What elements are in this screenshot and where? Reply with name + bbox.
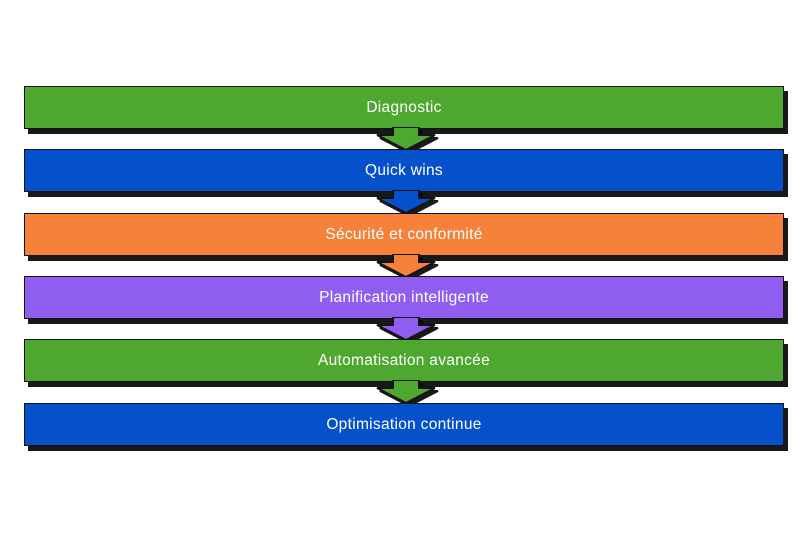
step-bar-optimisation: Optimisation continue: [24, 403, 784, 446]
down-arrow-icon: [371, 254, 441, 278]
step-label: Sécurité et conformité: [325, 225, 483, 243]
step-label: Quick wins: [365, 161, 443, 179]
down-arrow-icon: [371, 127, 441, 151]
step-bar-planification: Planification intelligente: [24, 276, 784, 319]
down-arrow-icon: [371, 190, 441, 214]
step-bar-securite: Sécurité et conformité: [24, 213, 784, 256]
step-label: Automatisation avancée: [317, 351, 491, 369]
step-label: Optimisation continue: [326, 415, 482, 433]
step-label: Planification intelligente: [319, 288, 489, 306]
step-label: Diagnostic: [366, 98, 442, 116]
down-arrow-icon: [371, 380, 441, 404]
down-arrow-icon: [371, 317, 441, 341]
step-bar-automatisation: Automatisation avancée: [24, 339, 784, 382]
step-bar-diagnostic: Diagnostic: [24, 86, 784, 129]
step-bar-quick-wins: Quick wins: [24, 149, 784, 192]
